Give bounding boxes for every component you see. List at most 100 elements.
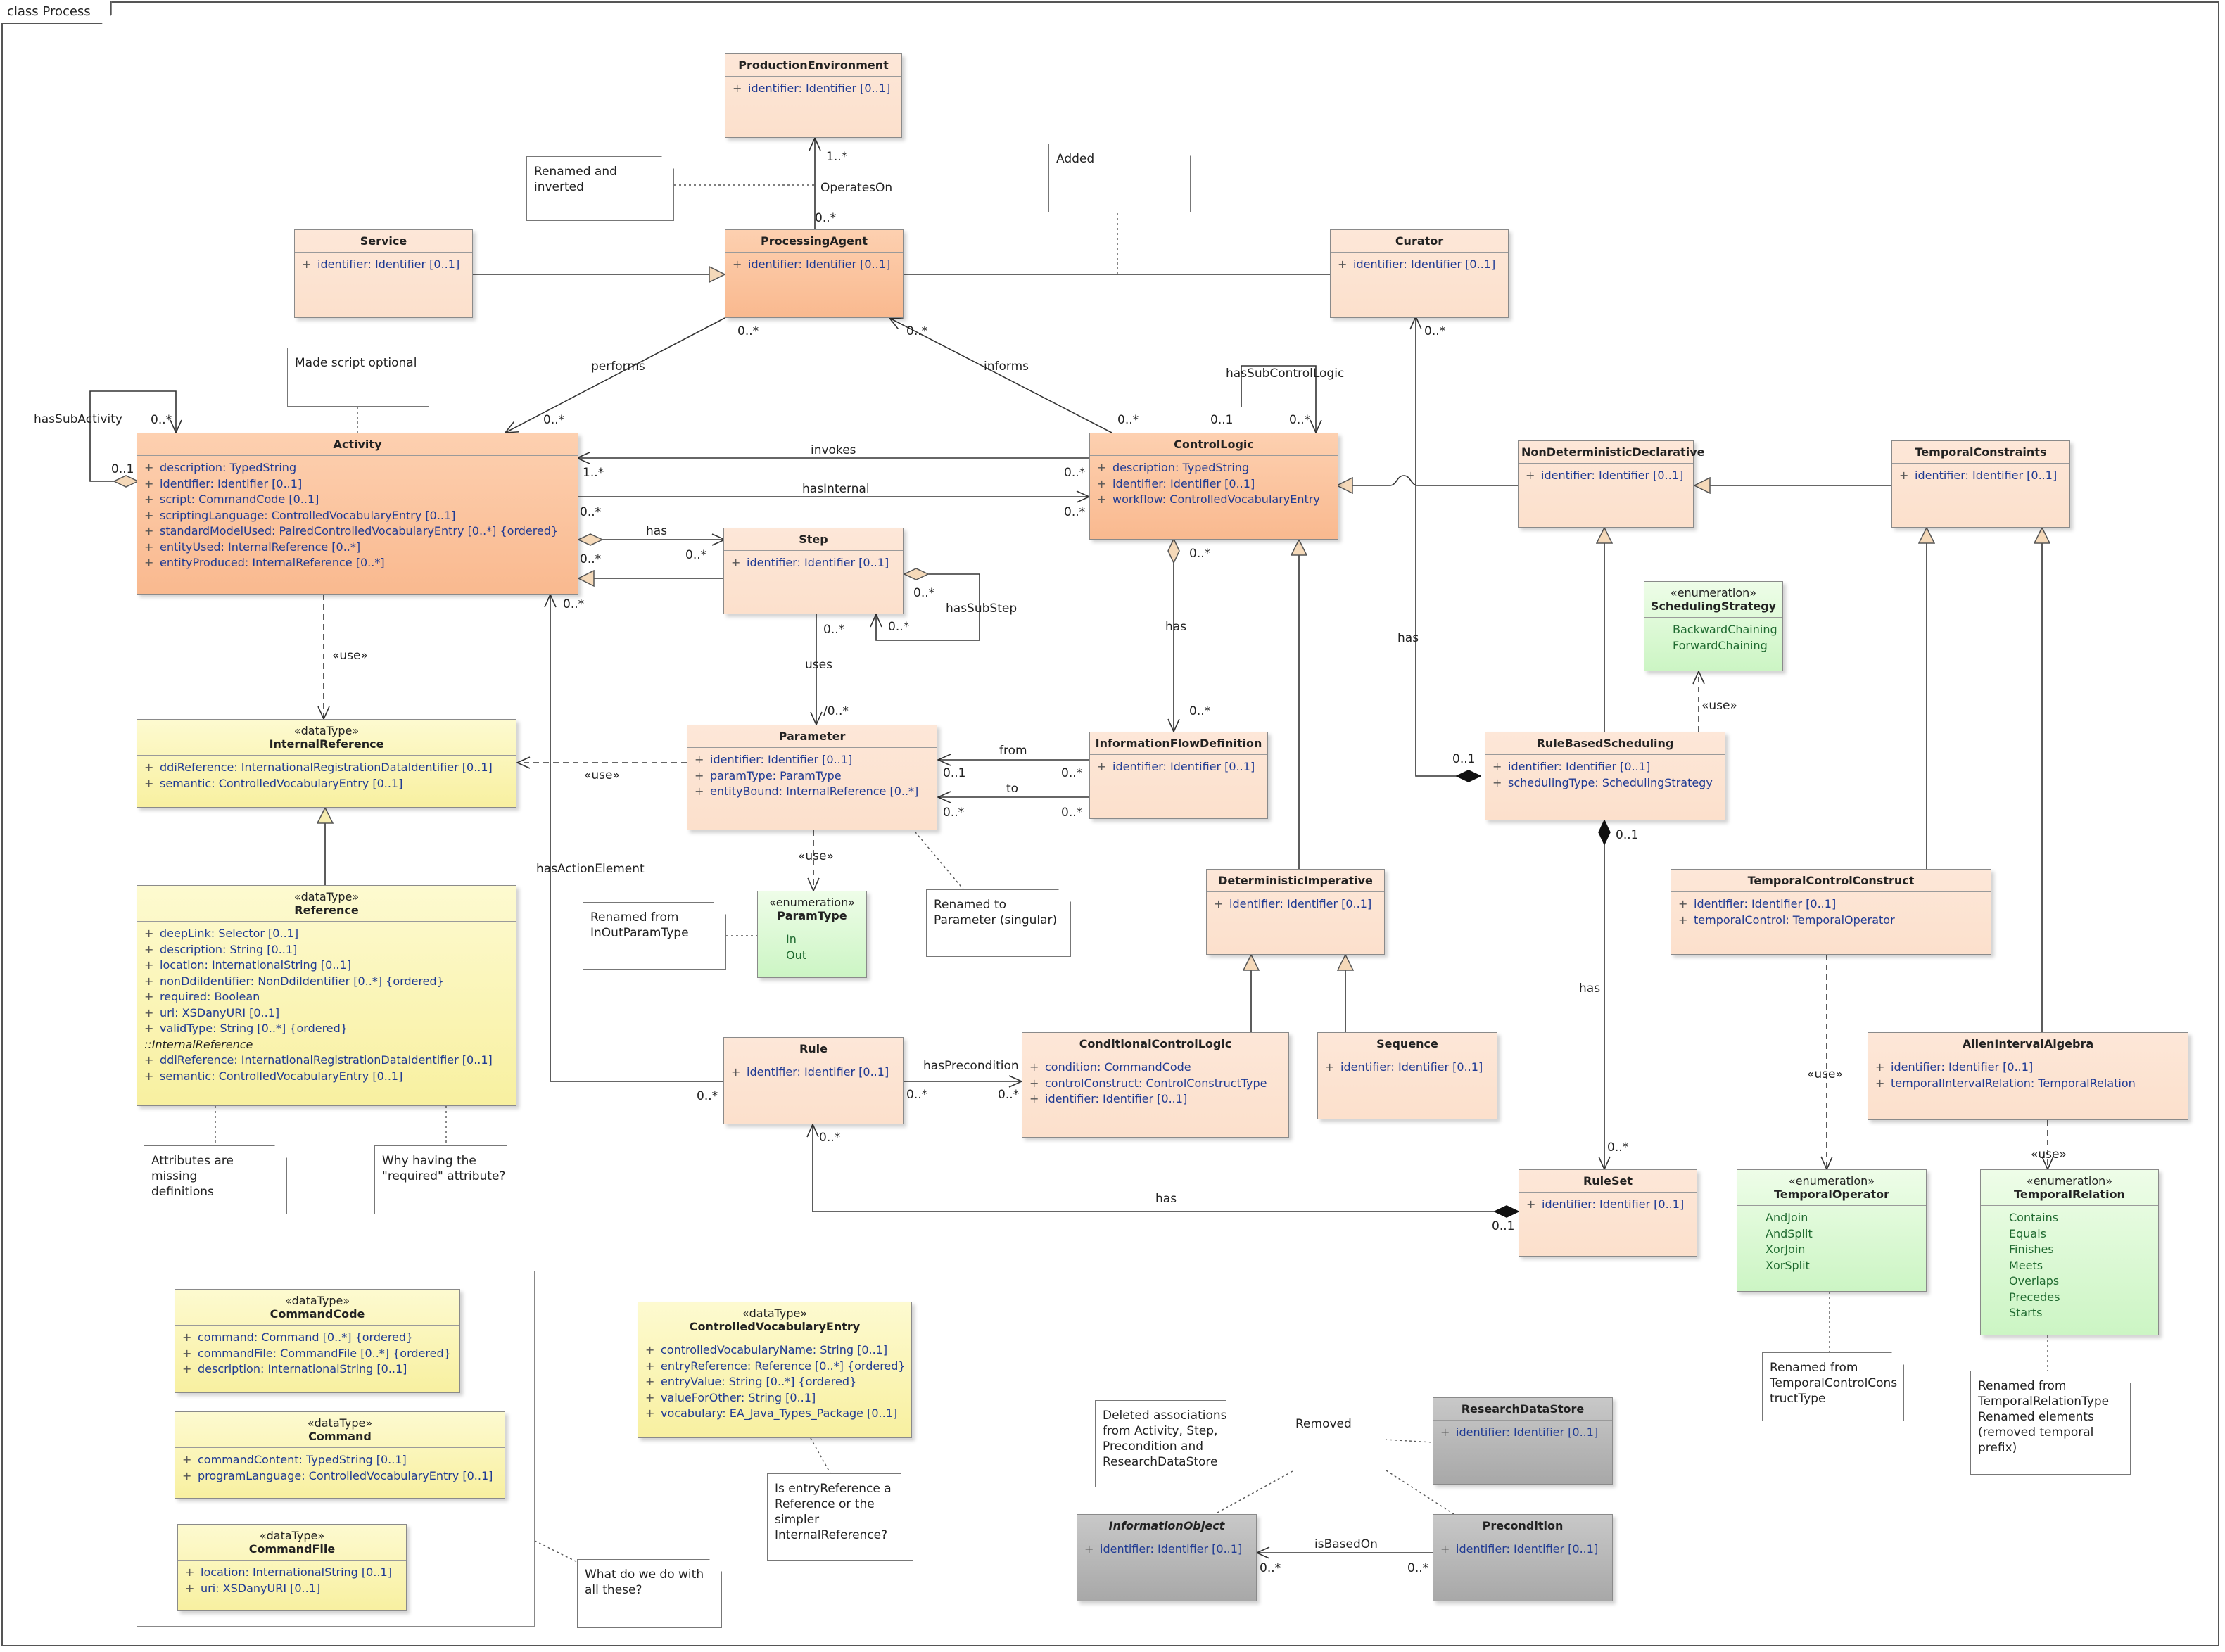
attribute-row: +deepLink: Selector [0..1]	[144, 926, 509, 942]
class-control-logic[interactable]: ControlLogic+description: TypedString+id…	[1089, 433, 1338, 540]
edge-informs	[889, 318, 1112, 433]
label-mult: 0..*	[1189, 547, 1210, 561]
note-renamed-temporal-relation[interactable]: Renamed from TemporalRelationType Rename…	[1970, 1371, 2131, 1475]
attribute-text: identifier: Identifier [0..1]	[747, 1065, 889, 1079]
datatype-controlled-vocabulary-entry[interactable]: «dataType»ControlledVocabularyEntry+cont…	[638, 1302, 912, 1438]
edge-has-sub-activity	[89, 390, 176, 482]
attribute-row: +condition: CommandCode	[1029, 1060, 1281, 1076]
datatype-internal-reference[interactable]: «dataType»InternalReference+ddiReference…	[137, 719, 516, 808]
class-header: «dataType»Command	[175, 1412, 505, 1448]
visibility-marker: +	[1875, 1060, 1885, 1074]
edge-performs	[505, 317, 725, 433]
note-renamed-inverted[interactable]: Renamed and inverted	[526, 156, 674, 221]
attribute-text: temporalControl: TemporalOperator	[1694, 913, 1895, 927]
stereotype: «dataType»	[293, 890, 360, 903]
class-sequence[interactable]: Sequence+identifier: Identifier [0..1]	[1317, 1032, 1497, 1119]
enum-literal: Finishes	[2009, 1243, 2054, 1256]
note-made-script-optional[interactable]: Made script optional	[287, 348, 429, 407]
class-header: «dataType»CommandCode	[175, 1290, 459, 1326]
class-production-environment[interactable]: ProductionEnvironment+identifier: Identi…	[725, 53, 902, 138]
note-deleted-associations[interactable]: Deleted associations from Activity, Step…	[1095, 1400, 1238, 1487]
class-name: InformationObject	[1108, 1519, 1225, 1532]
class-name: Parameter	[778, 730, 846, 743]
label-has: has	[1579, 981, 1600, 996]
label-mult: 0..1	[1452, 752, 1475, 766]
note-text: Attributes are missing definitions	[151, 1154, 234, 1199]
attribute-text: identifier: Identifier [0..1]	[1340, 1060, 1483, 1074]
note-renamed-param-type[interactable]: Renamed from InOutParamType	[583, 902, 726, 970]
class-name: ProductionEnvironment	[738, 58, 889, 72]
stereotype: «enumeration»	[2026, 1174, 2113, 1188]
attribute-row: +identifier: Identifier [0..1]	[1338, 257, 1501, 273]
class-research-data-store[interactable]: ResearchDataStore+identifier: Identifier…	[1433, 1397, 1613, 1485]
class-precondition[interactable]: Precondition+identifier: Identifier [0..…	[1433, 1514, 1613, 1601]
class-name: ControlledVocabularyEntry	[689, 1320, 861, 1333]
class-information-flow-definition[interactable]: InformationFlowDefinition+identifier: Id…	[1089, 732, 1268, 819]
label-mult: 0..*	[1061, 806, 1082, 820]
class-attributes: +location: InternationalString [0..1]+ur…	[178, 1561, 406, 1601]
class-rule-based-scheduling[interactable]: RuleBasedScheduling+identifier: Identifi…	[1485, 732, 1725, 820]
attribute-text: identifier: Identifier [0..1]	[1508, 760, 1651, 773]
class-non-deterministic-declarative[interactable]: NonDeterministicDeclarative+identifier: …	[1518, 440, 1704, 528]
attribute-row: +vocabulary: EA_Java_Types_Package [0..1…	[645, 1406, 904, 1422]
class-name: Activity	[333, 438, 382, 451]
visibility-marker: +	[144, 524, 154, 538]
visibility-marker: +	[144, 508, 154, 522]
class-allen-interval-algebra[interactable]: AllenIntervalAlgebra+identifier: Identif…	[1868, 1032, 2188, 1120]
note-renamed-temporal-control[interactable]: Renamed from TemporalControlCons tructTy…	[1762, 1352, 1904, 1421]
note-renamed-parameter[interactable]: Renamed to Parameter (singular)	[926, 889, 1071, 957]
class-processing-agent[interactable]: ProcessingAgent+identifier: Identifier […	[725, 229, 904, 318]
stereotype: «enumeration»	[768, 896, 856, 909]
visibility-marker: +	[144, 1053, 154, 1067]
class-rule-set[interactable]: RuleSet+identifier: Identifier [0..1]	[1519, 1169, 1697, 1257]
label-use: «use»	[332, 649, 368, 663]
note-text: Renamed from InOutParamType	[590, 910, 689, 940]
note-what-to-do[interactable]: What do we do with all these?	[577, 1559, 722, 1628]
class-conditional-control-logic[interactable]: ConditionalControlLogic+condition: Comma…	[1022, 1032, 1289, 1138]
datatype-command-code[interactable]: «dataType»CommandCode+command: Command […	[175, 1289, 460, 1393]
edge-rbs-has-curator	[1416, 317, 1457, 777]
label-has-sub-activity: hasSubActivity	[34, 412, 122, 426]
class-header: «enumeration»SchedulingStrategy	[1644, 582, 1782, 618]
attribute-row: +entryValue: String [0..*] {ordered}	[645, 1374, 904, 1390]
attribute-text: commandContent: TypedString [0..1]	[198, 1453, 407, 1466]
attribute-row: +temporalControl: TemporalOperator	[1678, 913, 1984, 929]
class-activity[interactable]: Activity+description: TypedString+identi…	[137, 433, 578, 595]
stereotype: «enumeration»	[1788, 1174, 1875, 1188]
class-attributes: +deepLink: Selector [0..1]+description: …	[137, 922, 516, 1088]
class-rule[interactable]: Rule+identifier: Identifier [0..1]	[723, 1037, 904, 1124]
class-temporal-control-construct[interactable]: TemporalControlConstruct+identifier: Ide…	[1671, 869, 1991, 955]
label-has: has	[1397, 631, 1419, 645]
datatype-command-file[interactable]: «dataType»CommandFile+location: Internat…	[177, 1524, 407, 1611]
stereotype: «dataType»	[307, 1416, 373, 1430]
visibility-marker: +	[302, 258, 312, 271]
attribute-row: +schedulingType: SchedulingStrategy	[1492, 775, 1718, 792]
datatype-reference[interactable]: «dataType»Reference+deepLink: Selector […	[137, 885, 516, 1106]
class-temporal-constraints[interactable]: TemporalConstraints+identifier: Identifi…	[1891, 440, 2070, 528]
note-removed[interactable]: Removed	[1288, 1409, 1386, 1470]
class-information-object[interactable]: InformationObject+identifier: Identifier…	[1077, 1514, 1257, 1601]
note-missing-definitions[interactable]: Attributes are missing definitions	[144, 1145, 287, 1214]
note-text: Why having the "required" attribute?	[382, 1154, 506, 1183]
class-attributes: +identifier: Identifier [0..1]	[1331, 253, 1508, 277]
class-attributes: +identifier: Identifier [0..1]+temporalC…	[1671, 892, 1991, 932]
enum-literal: BackwardChaining	[1673, 623, 1777, 636]
class-header: Precondition	[1433, 1515, 1612, 1537]
attribute-row: +entryReference: Reference [0..*] {order…	[645, 1359, 906, 1375]
datatype-command[interactable]: «dataType»Command+commandContent: TypedS…	[175, 1411, 505, 1499]
attribute-text: identifier: Identifier [0..1]	[710, 753, 853, 766]
note-why-required[interactable]: Why having the "required" attribute?	[374, 1145, 519, 1214]
class-step[interactable]: Step+identifier: Identifier [0..1]	[723, 528, 904, 614]
class-deterministic-imperative[interactable]: DeterministicImperative+identifier: Iden…	[1206, 869, 1385, 955]
note-added[interactable]: Added	[1048, 144, 1191, 212]
note-entry-reference[interactable]: Is entryReference a Reference or the sim…	[767, 1473, 913, 1561]
class-curator[interactable]: Curator+identifier: Identifier [0..1]	[1330, 229, 1509, 318]
class-parameter[interactable]: Parameter+identifier: Identifier [0..1]+…	[687, 725, 937, 830]
class-service[interactable]: Service+identifier: Identifier [0..1]	[294, 229, 473, 318]
attribute-row: +identifier: Identifier [0..1]	[1097, 476, 1331, 493]
